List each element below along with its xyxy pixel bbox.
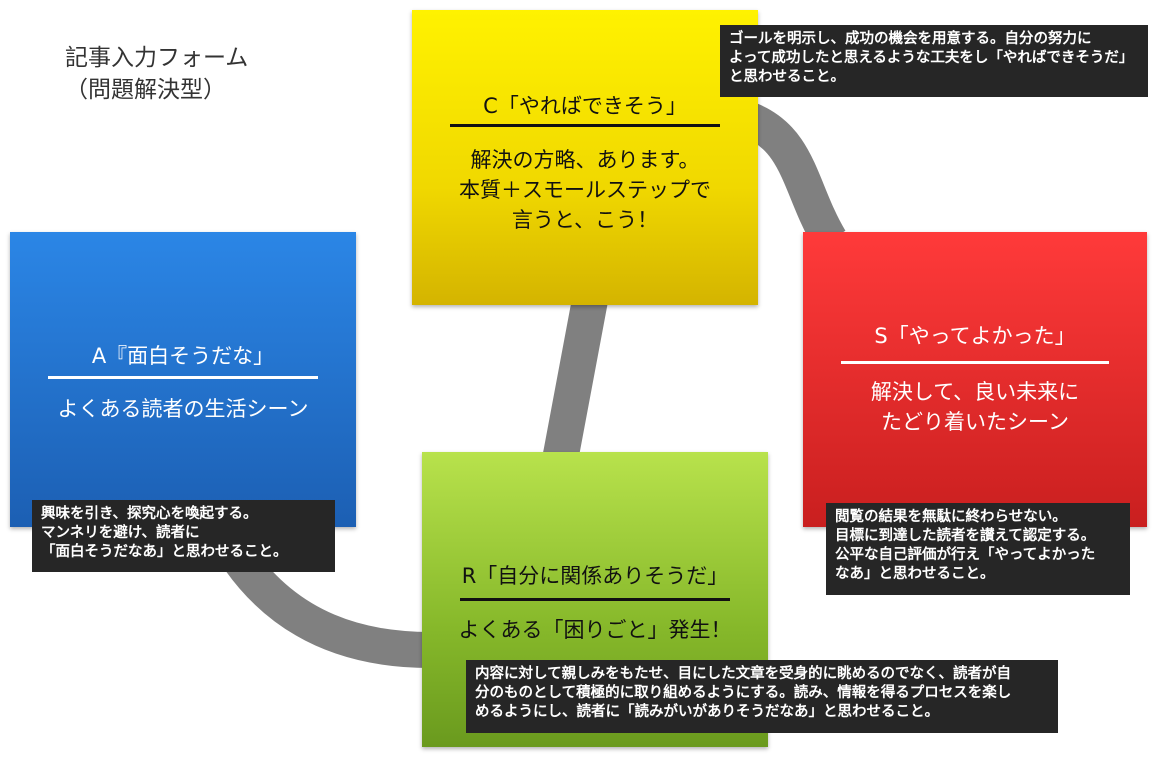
- box-text: よくある読者の生活シーン: [57, 397, 309, 421]
- note-s: 閲覧の結果を無駄に終わらせない。 目標に到達した読者を讃えて認定する。 公平な自…: [826, 503, 1130, 595]
- note-line: めるようにし、読者に「読みがいがありそうだなあ」と思わせること。: [475, 704, 939, 720]
- note-line: 目標に到達した読者を讃えて認定する。: [835, 528, 1096, 544]
- box-heading: R「自分に関係ありそうだ」: [461, 564, 729, 588]
- divider: [841, 361, 1109, 364]
- box-text: 解決して、良い未来に: [870, 380, 1080, 404]
- note-line: 内容に対して親しみをもたせ、目にした文章を受身的に眺めるのでなく、読者が自: [475, 666, 1012, 682]
- note-a: 興味を引き、探究心を喚起する。 マンネリを避け、読者に 「面白そうだなあ」と思わ…: [32, 500, 335, 572]
- box-text: たどり着いたシーン: [881, 410, 1069, 434]
- title-line2: （問題解決型）: [65, 77, 226, 103]
- note-line: マンネリを避け、読者に: [41, 525, 200, 541]
- divider: [48, 376, 318, 379]
- note-r: 内容に対して親しみをもたせ、目にした文章を受身的に眺めるのでなく、読者が自 分の…: [466, 660, 1058, 733]
- box-text: よくある「困りごと」発生！: [458, 618, 732, 642]
- box-text: 解決の方略、あります。: [470, 148, 700, 172]
- note-line: 分のものとして積極的に取り組めるようにする。読み、情報を得るプロセスを楽し: [475, 685, 1012, 701]
- page-title: 記事入力フォーム （問題解決型）: [65, 42, 248, 106]
- note-c: ゴールを明示し、成功の機会を用意する。自分の努力に よって成功したと思えるような…: [720, 25, 1148, 97]
- box-s-satisfaction: S「やってよかった」 解決して、良い未来に たどり着いたシーン: [803, 232, 1147, 527]
- note-line: ゴールを明示し、成功の機会を用意する。自分の努力に: [729, 31, 1092, 47]
- note-line: 公平な自己評価が行え「やってよかった: [835, 547, 1096, 563]
- note-line: 「面白そうだなあ」と思わせること。: [41, 544, 288, 560]
- box-c-confidence: C「やればできそう」 解決の方略、あります。 本質＋スモールステップで 言うと、…: [412, 10, 758, 305]
- box-heading: C「やればできそう」: [483, 94, 687, 118]
- note-line: と思わせること。: [729, 69, 845, 85]
- title-line1: 記事入力フォーム: [65, 45, 249, 71]
- box-heading: A『面白そうだな」: [91, 344, 275, 368]
- divider: [450, 124, 720, 127]
- note-line: よって成功したと思えるような工夫をし「やればできそうだ」: [729, 50, 1134, 66]
- box-heading: S「やってよかった」: [874, 324, 1076, 348]
- box-text: 本質＋スモールステップで: [459, 178, 711, 202]
- divider: [460, 598, 730, 601]
- note-line: 閲覧の結果を無駄に終わらせない。: [835, 509, 1067, 525]
- box-a-attention: A『面白そうだな」 よくある読者の生活シーン: [10, 232, 356, 527]
- box-text: 言うと、こう！: [511, 208, 659, 232]
- note-line: なあ」と思わせること。: [835, 566, 995, 582]
- note-line: 興味を引き、探究心を喚起する。: [41, 506, 258, 522]
